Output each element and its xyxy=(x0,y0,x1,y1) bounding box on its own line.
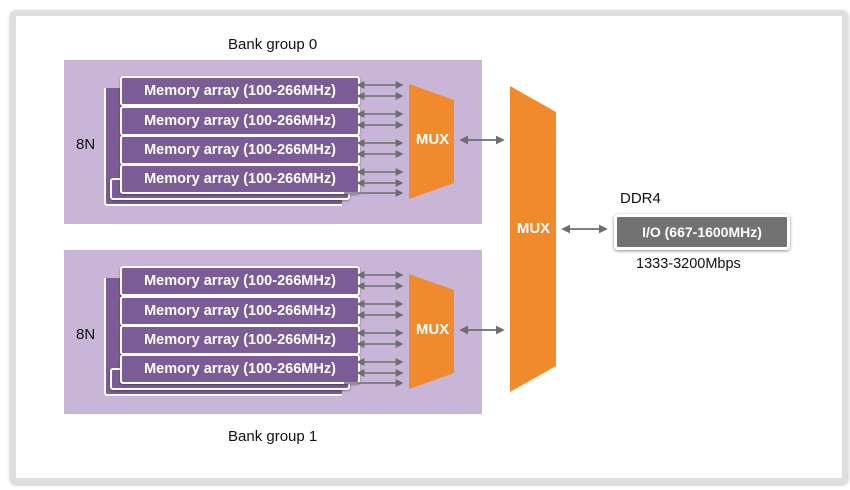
bank-group-1-mux-label: MUX xyxy=(415,321,450,338)
bank-group-0-array-2: Memory array (100-266MHz) xyxy=(120,106,360,136)
bank-group-0-array-3: Memory array (100-266MHz) xyxy=(120,135,360,165)
ddr4-heading: DDR4 xyxy=(620,190,661,207)
bank-group-0-title: Bank group 0 xyxy=(228,36,318,53)
bank-group-1-array-4: Memory array (100-266MHz) xyxy=(120,354,360,384)
bank-group-0-array-1: Memory array (100-266MHz) xyxy=(120,76,360,106)
bank-group-1-array-1: Memory array (100-266MHz) xyxy=(120,266,360,296)
bank-group-0-mux-shape xyxy=(409,84,454,199)
bank-group-0-mux-label: MUX xyxy=(415,131,450,148)
bank-group-1-side-label: 8N xyxy=(76,326,96,343)
bank-group-1-title: Bank group 1 xyxy=(228,428,318,445)
io-data-rate: 1333-3200Mbps xyxy=(636,256,741,272)
io-box: I/O (667-1600MHz) xyxy=(614,214,790,250)
main-mux-shape xyxy=(510,86,556,392)
main-mux-label: MUX xyxy=(516,220,551,237)
bank-group-0-side-label: 8N xyxy=(76,136,96,153)
bank-group-1-mux-shape xyxy=(409,274,454,389)
